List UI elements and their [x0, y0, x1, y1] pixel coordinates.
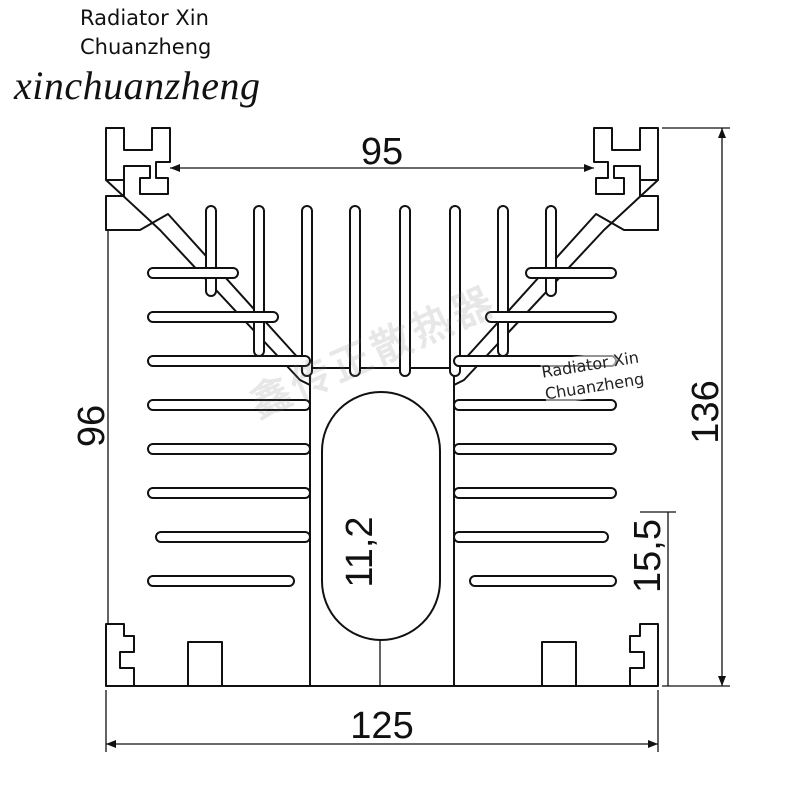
watermark-top: Radiator Xin Chuanzheng — [80, 4, 211, 62]
left-top-clip — [105, 127, 171, 195]
dimension-lines — [105, 127, 730, 752]
dim-label-125: 125 — [350, 705, 413, 747]
dim-label-96: 96 — [71, 405, 113, 447]
right-top-clip — [593, 127, 659, 195]
dim-label-136: 136 — [685, 380, 727, 443]
watermark-script: xinchuanzheng — [14, 63, 261, 108]
dim-label-11-2: 11,2 — [339, 516, 381, 587]
watermark-top-line2: Chuanzheng — [80, 35, 212, 59]
heatsink-outline — [105, 127, 659, 687]
dim-label-95: 95 — [361, 131, 403, 173]
dim-label-15-5: 15,5 — [627, 519, 669, 593]
center-slot — [321, 391, 441, 641]
base-plate — [105, 623, 659, 687]
watermark-top-line1: Radiator Xin — [80, 6, 209, 30]
dimension-arrows — [106, 128, 726, 748]
dimension-labels: 95 125 96 136 11,2 15,5 — [71, 131, 727, 747]
left-horizontal-fins — [147, 267, 311, 587]
